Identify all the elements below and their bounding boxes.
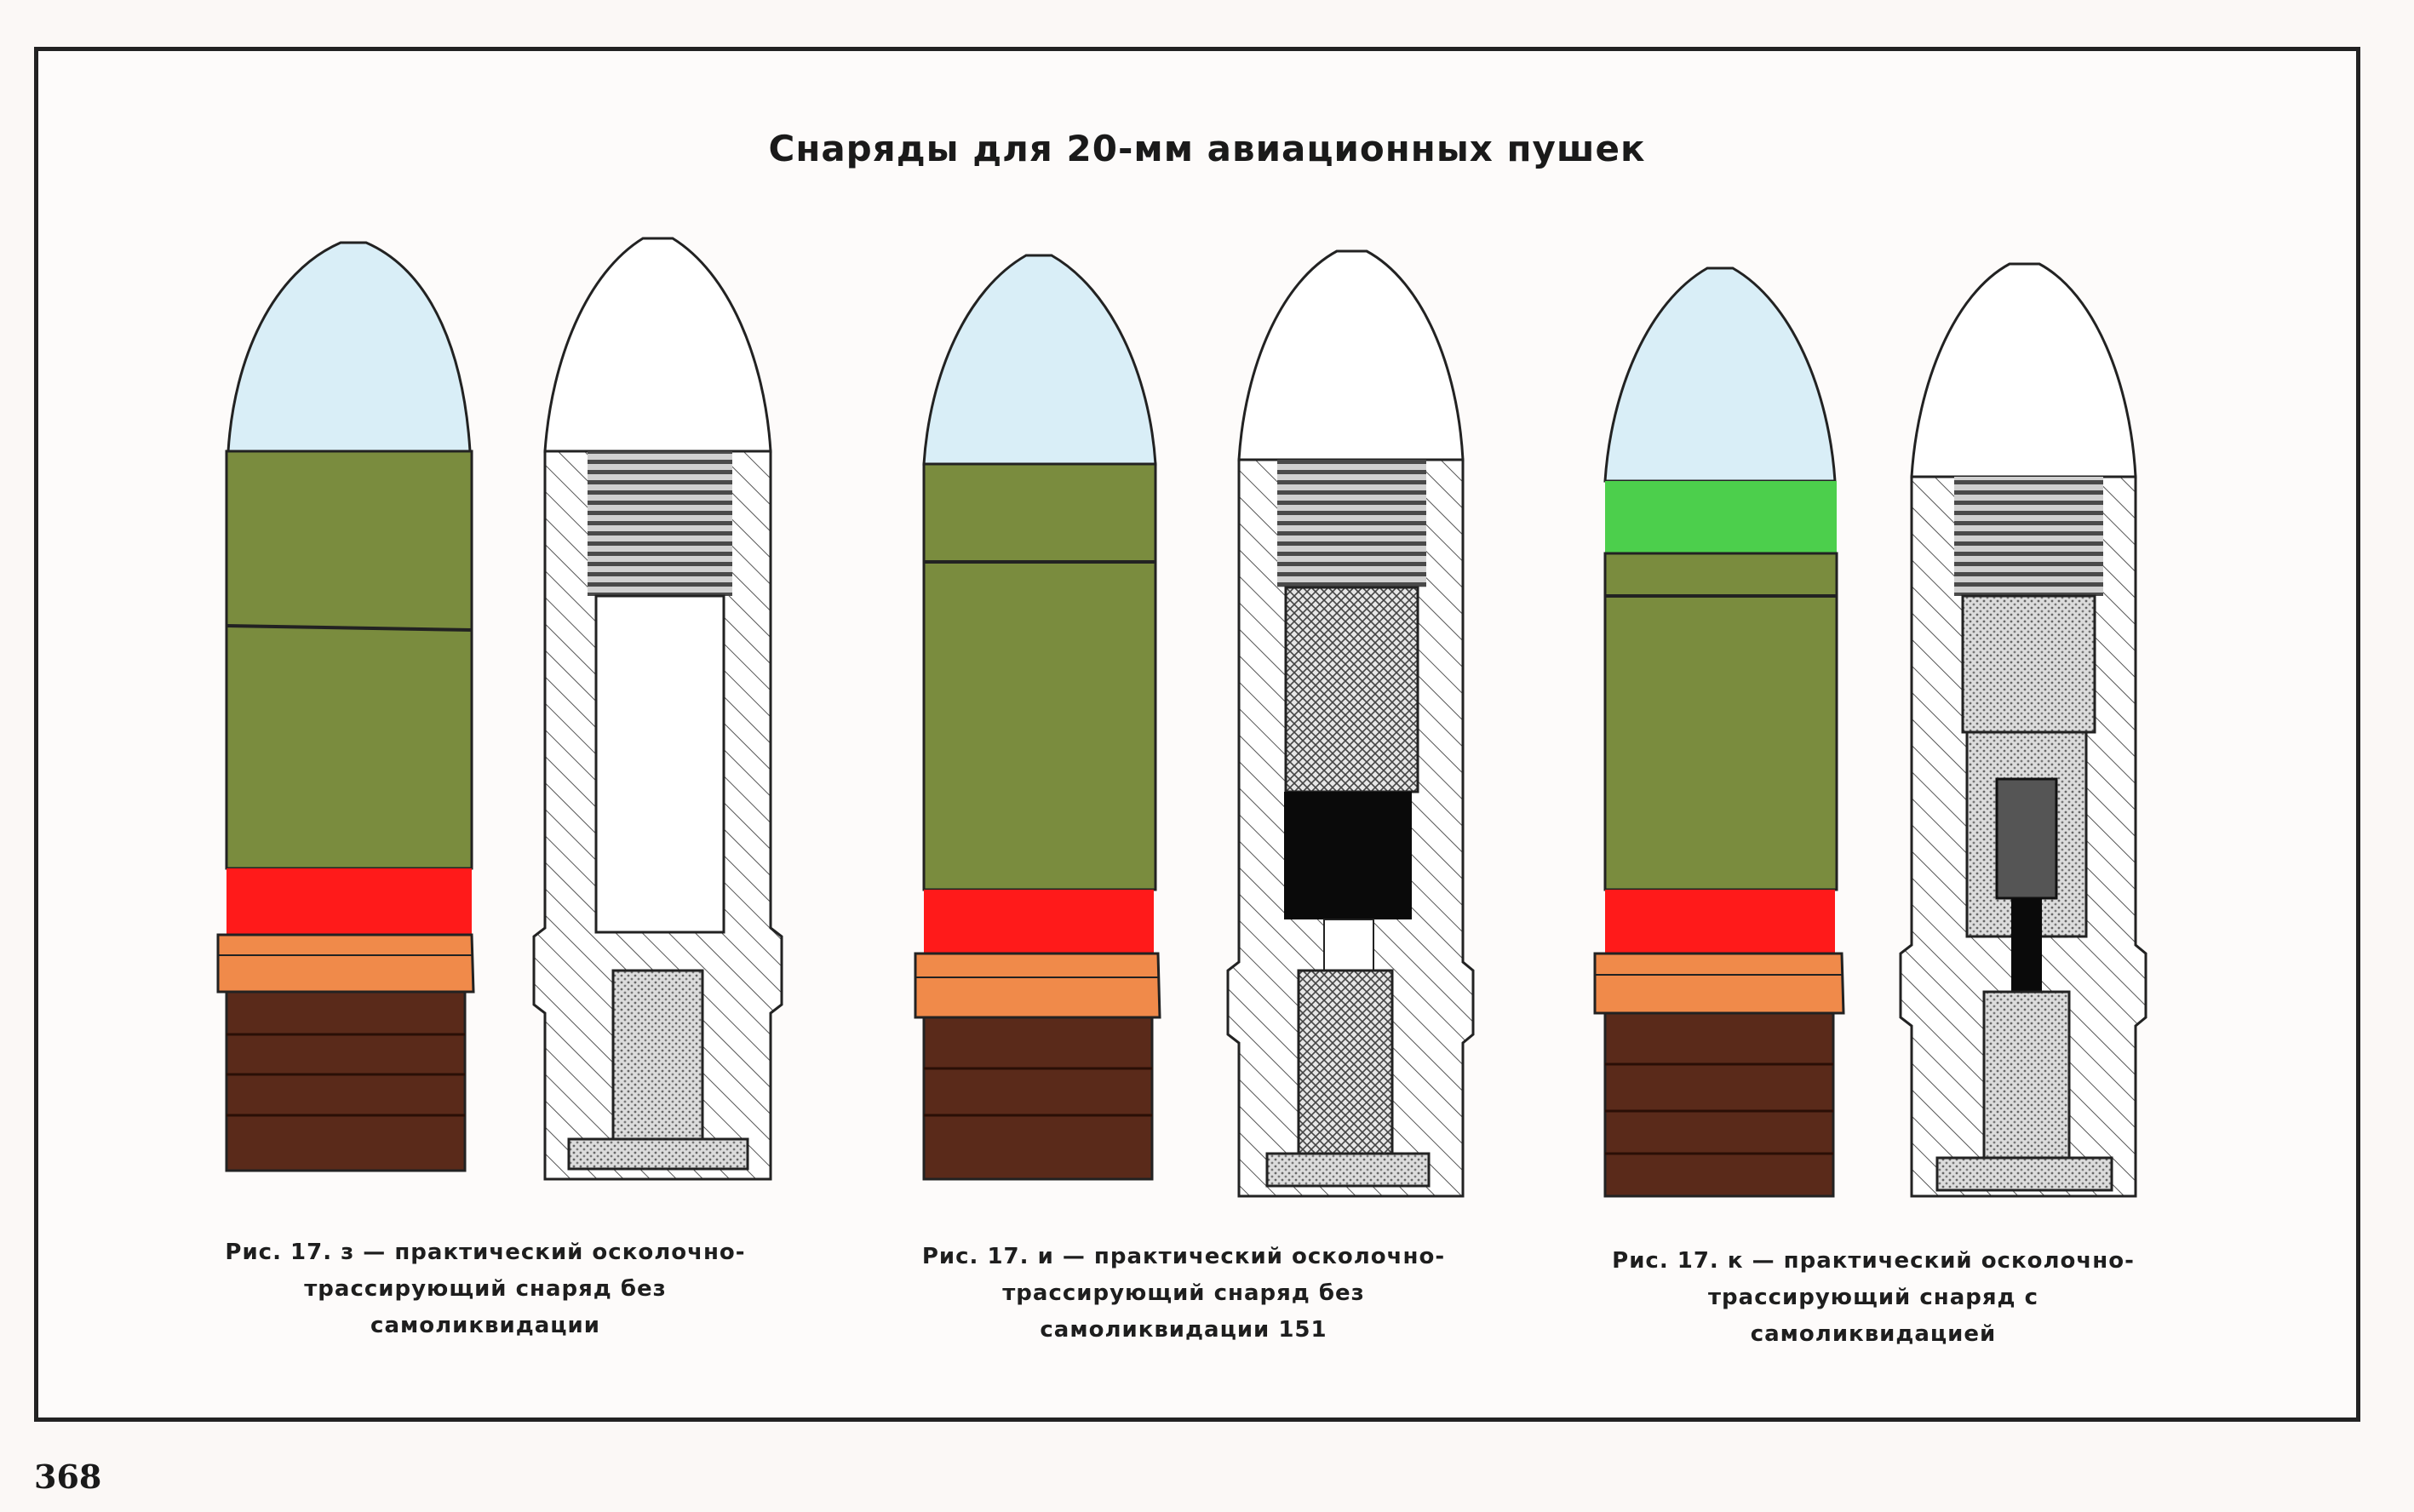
projectile-3-section-nose	[1910, 262, 2137, 478]
projectile-2-filler	[1284, 586, 1419, 793]
projectile-3-section	[1899, 262, 2147, 1198]
projectile-3-upper-filler	[1961, 594, 2096, 734]
projectile-3-selfdestruct-charge	[1995, 777, 2058, 900]
projectile-1-driving-band	[216, 933, 475, 994]
projectile-3-exterior	[1593, 266, 1845, 1198]
projectile-1-body	[225, 450, 473, 870]
projectile-3-fuse-link	[2011, 898, 2042, 992]
caption-figure-2: Рис. 17. и — практический осколочно-трас…	[921, 1244, 1446, 1343]
projectile-2-driving-band	[914, 952, 1161, 1019]
projectile-2-section	[1226, 249, 1475, 1198]
projectile-3-red-band	[1605, 890, 1835, 954]
projectile-2-base	[922, 1016, 1154, 1181]
projectile-2-nose	[922, 254, 1157, 466]
projectile-2-body	[922, 462, 1157, 891]
projectile-2-gap	[1323, 919, 1374, 971]
projectile-3-nose	[1603, 266, 1837, 483]
projectile-1-section-nose	[543, 237, 772, 453]
projectile-3-tracer	[1982, 990, 2071, 1164]
caption-figure-1: Рис. 17. з — практический осколочно-трас…	[225, 1240, 746, 1338]
projectile-1-cavity	[594, 594, 725, 934]
projectile-3-driving-band	[1593, 952, 1845, 1015]
projectile-3-base-plug	[1935, 1156, 2113, 1192]
projectile-1-exterior	[216, 241, 475, 1172]
projectile-2-tracer	[1297, 969, 1394, 1164]
projectile-2-section-nose	[1237, 249, 1465, 461]
projectile-2-base-plug	[1265, 1152, 1431, 1188]
caption-figure-3: Рис. 17. к — практический осколочно-трас…	[1612, 1248, 2135, 1347]
page-number: 368	[34, 1458, 102, 1496]
projectile-2-red-band	[924, 890, 1154, 954]
projectile-1-fuze-threads	[588, 451, 732, 596]
projectile-1-section	[532, 237, 783, 1181]
projectile-3-body	[1603, 552, 1838, 891]
projectile-1-base-plug	[567, 1137, 749, 1171]
projectile-1-red-band	[226, 868, 472, 935]
projectile-3-base	[1603, 1011, 1835, 1198]
plate-title: Снаряды для 20-мм авиационных пушек	[768, 128, 1646, 169]
projectile-3-fuze-threads	[1954, 477, 2103, 596]
projectile-2-fuze-threads	[1277, 460, 1426, 587]
projectile-3-green-band	[1605, 481, 1837, 553]
projectile-1-nose	[226, 241, 472, 453]
projectile-2-charge	[1284, 792, 1412, 919]
projectile-1-base	[225, 990, 467, 1172]
projectile-2-exterior	[914, 254, 1161, 1181]
projectile-1-tracer	[611, 969, 704, 1143]
